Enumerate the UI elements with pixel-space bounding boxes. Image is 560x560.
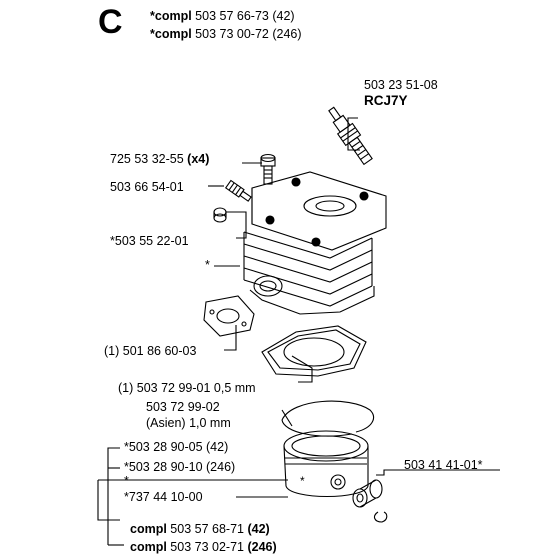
header-line-1: *compl 503 57 66-73 (42) [150,9,295,23]
footer-line-2: compl 503 73 02-71 (246) [130,540,277,554]
footer-part-number: 503 57 68-71 [170,522,244,536]
screw-qty: (x4) [187,152,210,166]
gasket-base-label: (1) 503 72 99-01 0,5 mm [118,381,256,395]
header-prefix: *compl [150,27,192,41]
spark-plug-drawing [328,106,373,166]
screw-label: 725 53 32-55 (x4) [110,152,209,166]
footer-line-1: compl 503 57 68-71 (42) [130,522,270,536]
pin-marker: * [124,474,129,488]
footer-part-number: 503 73 02-71 [170,540,244,554]
cylinder-drawing [243,171,387,315]
leader-gasket-base [291,355,313,383]
piston-ring-drawing [281,400,374,437]
leader-plug [226,211,247,239]
footer-model: (42) [247,522,270,536]
bearing-label: *737 44 10-00 [124,490,203,504]
spark-plug-number: 503 23 51-08 [364,78,438,92]
header-model: (42) [272,9,295,23]
leader-piston-bracket [107,447,120,545]
intake-gasket-drawing [203,295,255,337]
cylinder-screw-drawing [260,153,276,185]
leader-gasket-small [224,325,237,351]
circlip-drawing [373,511,388,523]
gasket-asia-number: 503 72 99-02 [146,400,220,414]
header-part-number: 503 57 66-73 [195,9,269,23]
base-gasket-drawing [261,325,367,377]
header-line-2: *compl 503 73 00-72 (246) [150,27,302,41]
header-prefix: *compl [150,9,192,23]
footer-prefix: compl [130,540,167,554]
valve-drawing [224,179,252,202]
needle-label: 503 41 41-01* [404,458,483,472]
needle-bearing-drawing [352,479,383,508]
leader-ring [281,409,293,427]
header-model: (246) [272,27,302,41]
svg-text:*: * [300,474,305,488]
piston-246-label: *503 28 90-10 (246) [124,460,236,474]
leader-needle-right [376,469,500,476]
footer-prefix: compl [130,522,167,536]
gasket-asia-note: (Asien) 1,0 mm [146,416,231,430]
footer-model: (246) [247,540,277,554]
leader-pin [97,480,120,521]
section-letter: C [98,3,123,41]
screw-number: 725 53 32-55 [110,152,184,166]
spark-plug-type: RCJ7Y [364,93,408,108]
plug-drawing [213,207,227,223]
piston-42-label: *503 28 90-05 (42) [124,440,229,454]
gasket-small-label: (1) 501 86 60-03 [104,344,197,358]
cylinder-marker: * [205,258,210,272]
valve-label: 503 66 54-01 [110,180,184,194]
plug-label: *503 55 22-01 [110,234,189,248]
header-part-number: 503 73 00-72 [195,27,269,41]
piston-drawing [283,430,369,497]
